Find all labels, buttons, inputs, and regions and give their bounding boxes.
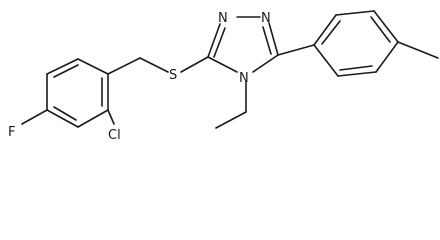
bond-ring-to-chlorine	[107, 109, 115, 125]
atom-label-n4: N	[239, 71, 249, 86]
bond	[335, 10, 375, 16]
bond-sulfur-to-triazole	[180, 56, 209, 73]
bond	[207, 56, 238, 73]
bond-methyl	[397, 41, 439, 59]
bond-ethyl	[215, 111, 247, 129]
double-bond-inner	[262, 26, 272, 55]
bond	[313, 44, 339, 77]
bond-triazole-to-tolyl	[277, 44, 315, 56]
bond	[77, 109, 109, 128]
molecule-structure-diagram: N N N S Cl F	[8, 10, 439, 143]
double-bond-inner	[339, 65, 373, 71]
atom-label-f: F	[8, 125, 15, 140]
atom-label-n2: N	[261, 11, 271, 26]
tolyl-ring	[313, 10, 399, 77]
double-bond-inner	[213, 27, 226, 58]
double-bond-inner	[53, 106, 77, 121]
atom-label-n1: N	[218, 11, 228, 26]
bond	[337, 71, 377, 77]
structure-canvas: N N N S Cl F	[8, 10, 439, 143]
bond	[373, 10, 399, 43]
bond	[268, 22, 279, 56]
bond	[46, 109, 79, 128]
bond-ring-to-ch2	[107, 57, 141, 75]
bond-ring-to-fluorine	[21, 109, 48, 125]
double-bond-inner	[53, 64, 79, 78]
atom-label-cl: Cl	[108, 128, 121, 143]
fluorochlorophenyl-ring	[46, 58, 109, 128]
bond	[207, 23, 221, 58]
double-bond-inner	[321, 20, 341, 45]
bond-ch2-to-sulfur	[139, 57, 169, 73]
bond	[252, 54, 279, 73]
atom-label-s: S	[169, 68, 177, 83]
bond	[313, 14, 337, 46]
bond	[375, 41, 399, 73]
bond	[46, 58, 79, 75]
double-bond-inner	[370, 16, 391, 43]
triazole-ring	[207, 16, 279, 73]
bond	[77, 58, 109, 75]
